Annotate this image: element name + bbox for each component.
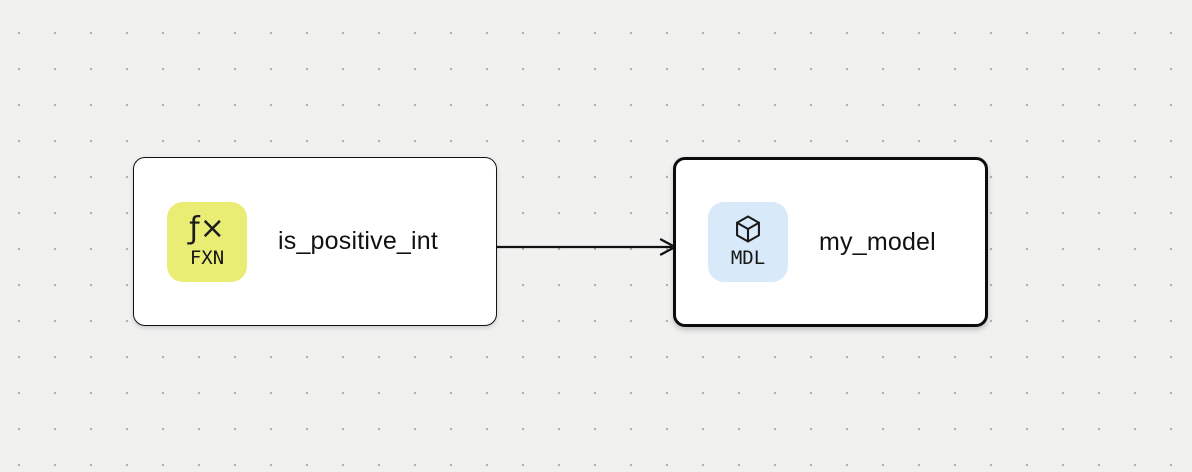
node-my_model[interactable]: MDL my_model [673, 157, 988, 327]
model-badge: MDL [708, 202, 788, 282]
node-label: my_model [819, 227, 936, 256]
node-type-label: MDL [730, 247, 766, 269]
node-type-label: FXN [189, 246, 225, 269]
function-badge: ƒ× FXN [167, 201, 247, 282]
cube-icon [732, 213, 764, 245]
node-is_positive_int[interactable]: ƒ× FXN is_positive_int [133, 157, 497, 326]
edge-is_positive_int-to-my_model [497, 238, 677, 256]
node-label: is_positive_int [278, 227, 439, 255]
function-icon: ƒ× [189, 210, 225, 246]
